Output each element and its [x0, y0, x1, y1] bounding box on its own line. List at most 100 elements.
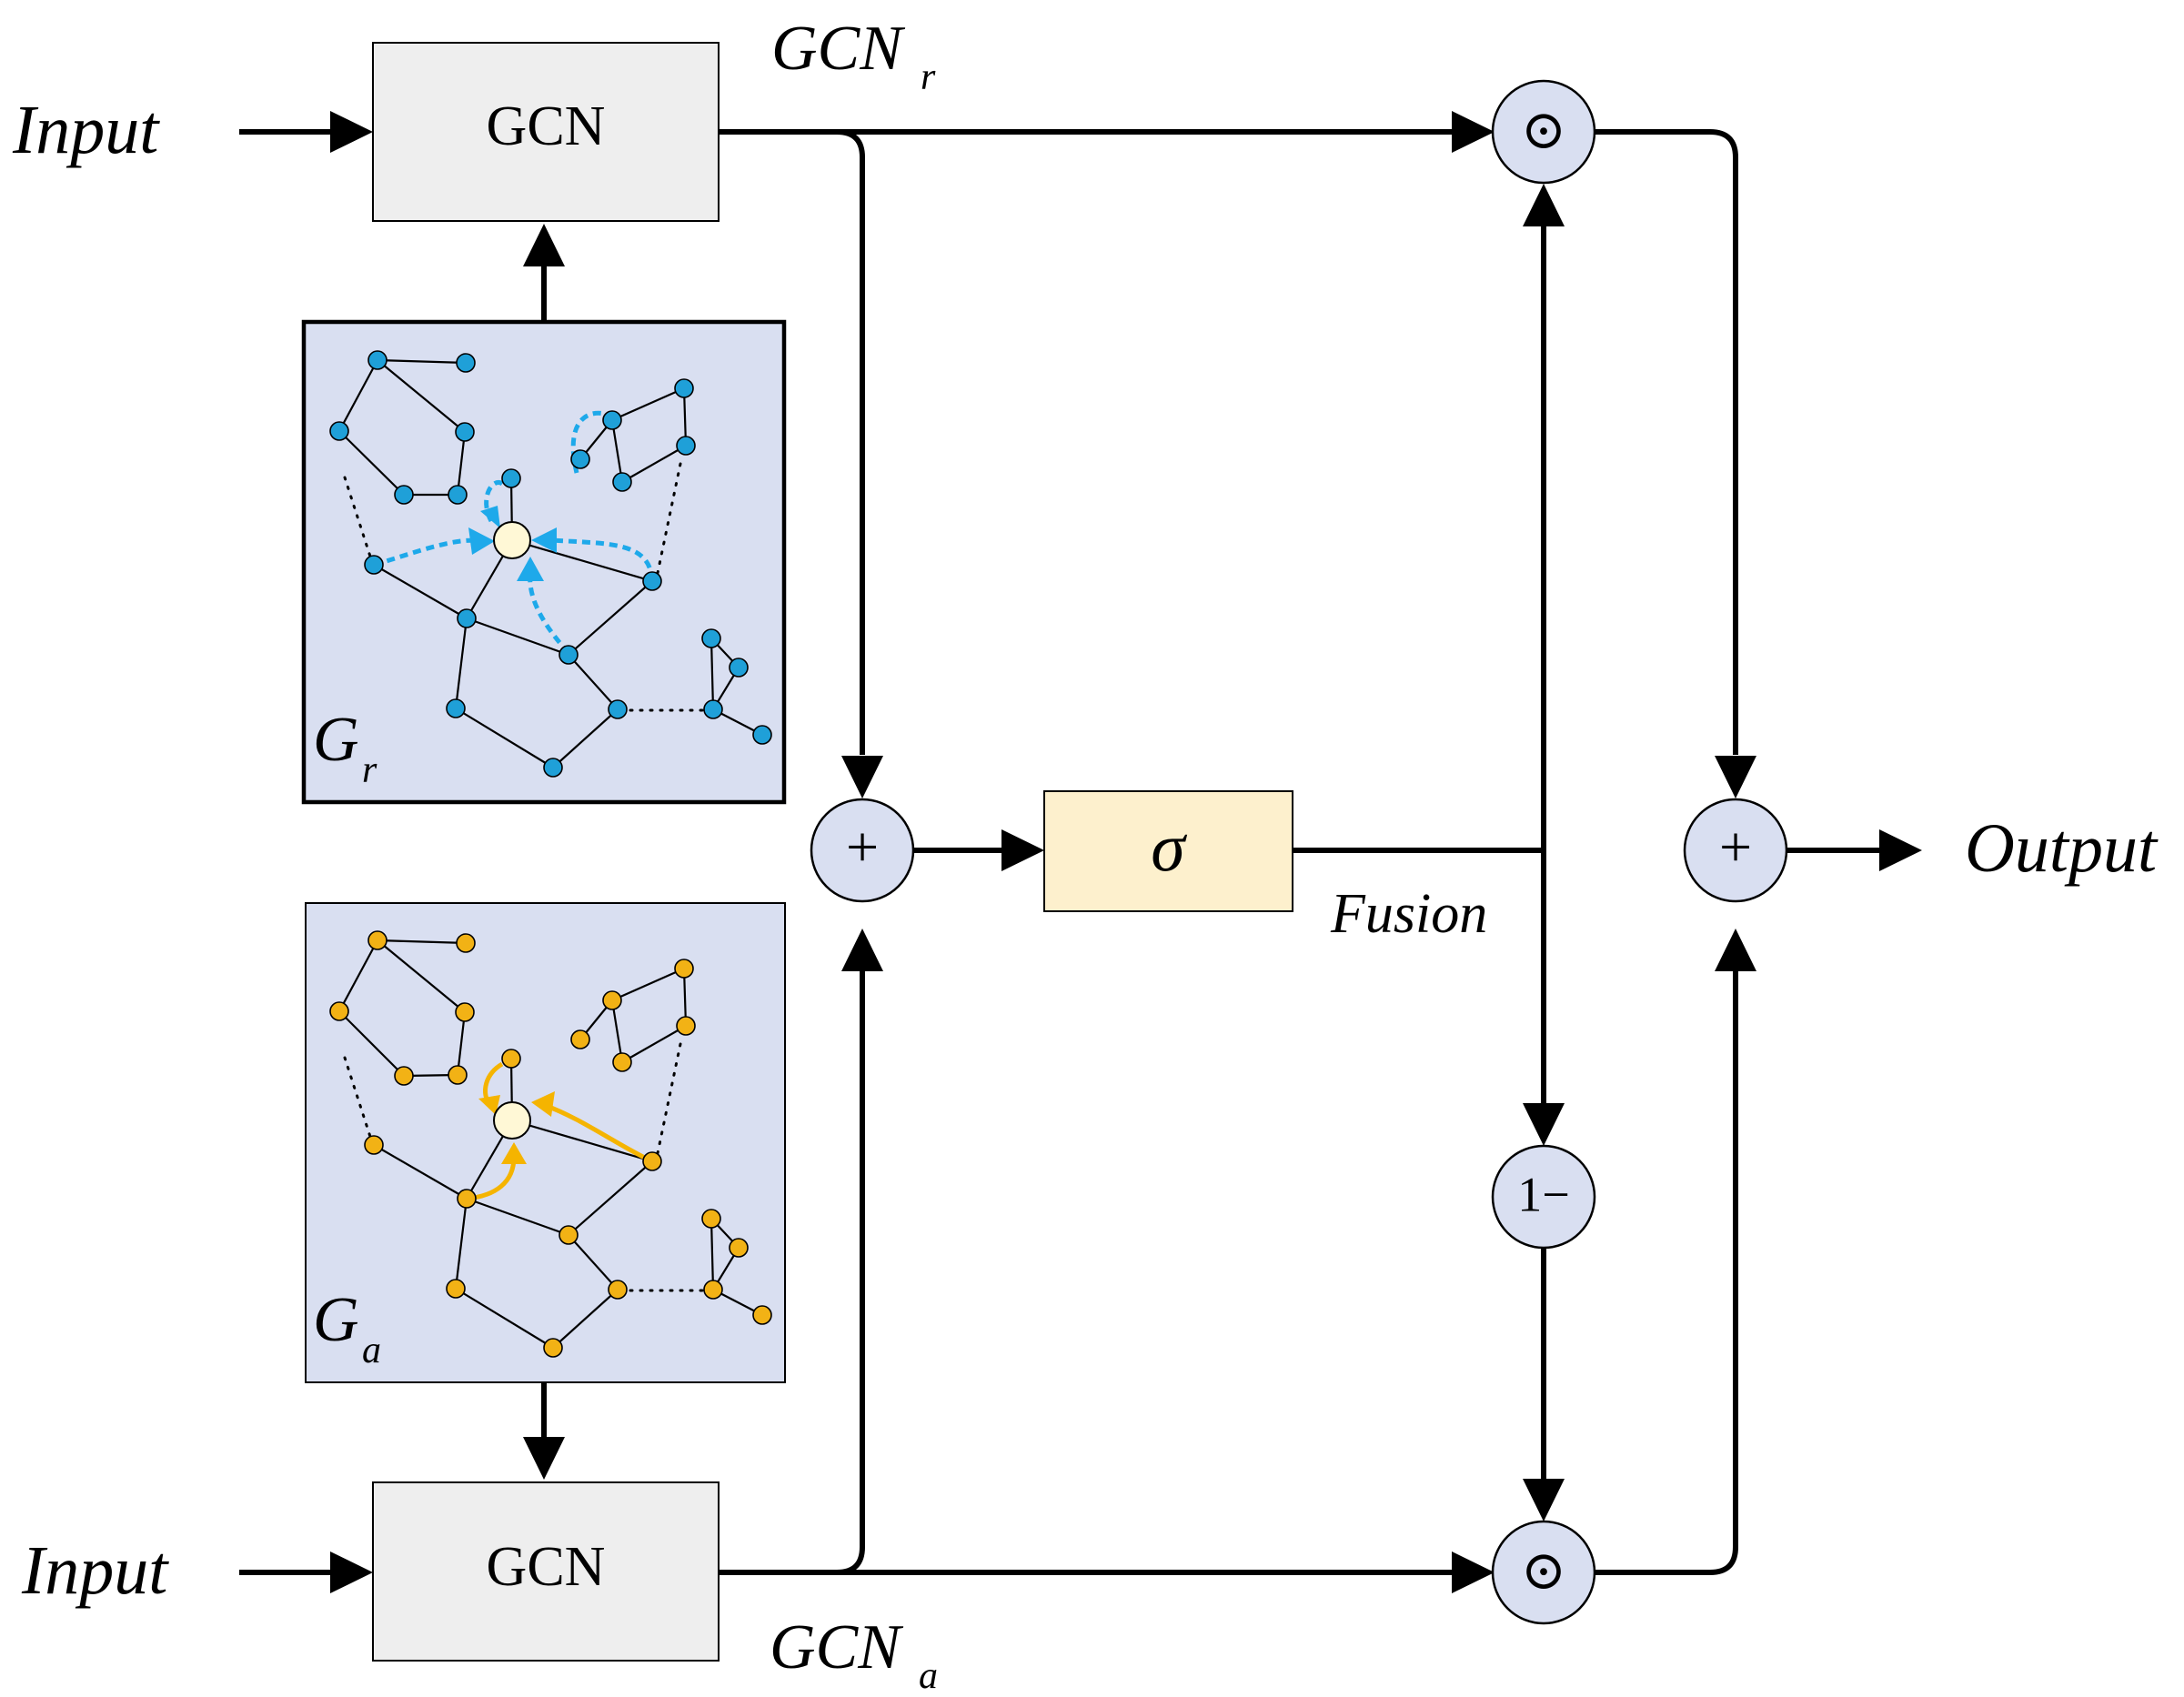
graph-node	[367, 350, 387, 370]
graph-node	[457, 608, 477, 628]
graph-node	[602, 410, 622, 430]
one-minus-circle	[1491, 1144, 1596, 1250]
one-minus-operator: 1−	[1491, 1144, 1596, 1250]
arrowhead-hadamard-top-left	[1452, 111, 1495, 153]
graph-r-label: G r	[313, 705, 377, 791]
sigma-block: σ	[1043, 790, 1293, 912]
gcn-box-bottom	[372, 1481, 720, 1662]
graph-node	[701, 628, 721, 648]
graph-node	[446, 698, 466, 718]
arrowhead-graph-r	[523, 224, 565, 266]
graph-node	[543, 758, 563, 778]
hadamard-top-circle	[1491, 79, 1596, 185]
arrowhead-graph-a	[523, 1437, 565, 1480]
graph-node	[457, 1189, 477, 1209]
graph-node	[701, 1209, 721, 1229]
graph-a-flow-arrowhead	[531, 1091, 555, 1117]
graph-node	[559, 645, 579, 665]
graph-r-nodes	[329, 350, 772, 778]
hadamard-bottom-symbol: ⊙	[1521, 1541, 1566, 1601]
graph-node	[608, 699, 628, 719]
graph-node	[570, 449, 590, 469]
line-gcn-r-to-plus-left	[717, 129, 865, 755]
graph-node	[364, 555, 384, 575]
graph-node	[602, 990, 622, 1010]
graph-node	[703, 699, 723, 719]
arrowhead-one-minus	[1523, 1103, 1565, 1146]
arrowhead-hadamard-bottom-left	[1452, 1551, 1495, 1593]
graph-a-nodes	[329, 930, 772, 1358]
arrowhead-input-bottom	[330, 1551, 373, 1593]
fusion-label: Fusion	[1330, 883, 1487, 945]
graph-node	[642, 571, 662, 591]
gcn-a-subscript: a	[919, 1655, 938, 1697]
graph-node	[446, 1279, 466, 1299]
output-label: Output	[1965, 810, 2159, 887]
plus-left-circle	[810, 798, 915, 903]
graph-node	[676, 436, 696, 456]
graph-node	[456, 933, 476, 953]
graph-r-flow-arrowhead	[480, 506, 500, 528]
graph-r-center-node	[493, 521, 531, 559]
graph-node	[329, 421, 349, 441]
gcn-block-bottom: GCN	[372, 1481, 720, 1662]
graph-a-flow-arrowhead	[501, 1142, 527, 1164]
connection-lines	[239, 111, 1922, 1593]
gcn-a-main: GCN	[770, 1612, 903, 1682]
graph-a-subscript: a	[362, 1330, 381, 1371]
graph-node	[608, 1280, 628, 1300]
graph-node	[570, 1029, 590, 1049]
hadamard-top-symbol: ⊙	[1521, 100, 1566, 160]
graph-node	[394, 485, 414, 505]
graph-node	[501, 468, 521, 488]
graph-node	[543, 1338, 563, 1358]
graph-node	[448, 485, 468, 505]
sigma-box	[1043, 790, 1293, 912]
graph-panel-a-background	[305, 902, 786, 1383]
gcn-r-main: GCN	[771, 14, 905, 84]
graph-panel-r-background	[301, 319, 787, 805]
input-bottom-label: Input	[21, 1532, 169, 1609]
arrowhead-plus-left-top	[841, 756, 883, 798]
graph-r-flows	[373, 410, 655, 655]
arrowhead-output	[1879, 829, 1922, 871]
line-hadamard-bottom-to-plus-right	[1594, 971, 1738, 1575]
graph-panel-r: G r	[301, 319, 787, 805]
graph-a-center-node	[493, 1101, 531, 1140]
gcn-box-top-label: GCN	[487, 95, 606, 157]
graph-node	[703, 1280, 723, 1300]
gcn-a-output-label: GCN a	[770, 1612, 938, 1697]
graph-node	[752, 1305, 772, 1325]
graph-node	[559, 1225, 579, 1245]
hadamard-bottom-circle	[1491, 1520, 1596, 1625]
graph-node	[394, 1066, 414, 1086]
graph-node	[674, 378, 694, 398]
hadamard-top-operator: ⊙	[1491, 79, 1596, 185]
graph-node	[329, 1001, 349, 1021]
arrowhead-plus-left-bottom	[841, 929, 883, 971]
arrowhead-sigma	[1001, 829, 1044, 871]
graph-node	[612, 472, 632, 492]
graph-a-flow-arrowhead	[478, 1095, 500, 1115]
plus-right-symbol: +	[1719, 815, 1752, 879]
input-top-label: Input	[12, 92, 160, 168]
gcn-r-output-label: GCN r	[771, 14, 936, 98]
graph-a-main: G	[313, 1285, 359, 1355]
graph-r-flow-arrowhead	[468, 527, 495, 555]
plus-left-operator: +	[810, 798, 915, 903]
graph-node	[729, 658, 749, 678]
line-gcn-a-to-plus-left	[717, 971, 865, 1575]
graph-node	[501, 1049, 521, 1069]
line-hadamard-top-to-plus-right	[1594, 129, 1738, 755]
graph-node	[642, 1151, 662, 1171]
graph-node	[676, 1016, 696, 1036]
graph-r-main: G	[313, 705, 359, 775]
gcn-block-top: GCN	[372, 42, 720, 222]
gcn-box-bottom-label: GCN	[487, 1536, 606, 1598]
graph-r-flow-arrowhead	[517, 557, 544, 581]
graph-node	[364, 1135, 384, 1155]
arrowhead-input-top	[330, 111, 373, 153]
graph-r-flow-arrowhead	[531, 527, 557, 553]
plus-left-symbol: +	[846, 815, 879, 879]
